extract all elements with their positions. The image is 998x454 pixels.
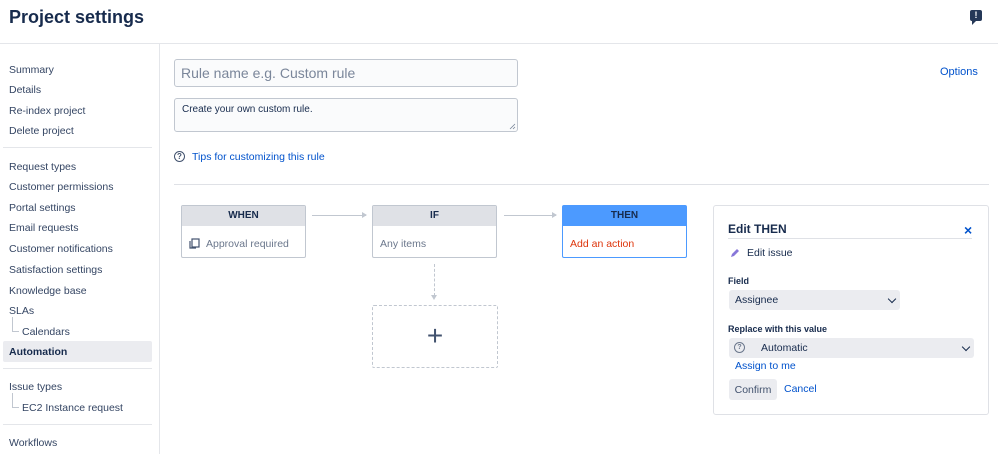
help-circle-icon: ? xyxy=(734,342,745,353)
sidebar-item-portal-settings[interactable]: Portal settings xyxy=(9,202,76,214)
sidebar-item-delete-project[interactable]: Delete project xyxy=(9,125,74,137)
sidebar-divider xyxy=(3,368,152,369)
sidebar-item-ec2-instance-request[interactable]: EC2 Instance request xyxy=(12,393,123,414)
cancel-link[interactable]: Cancel xyxy=(784,383,817,395)
sidebar-item-summary[interactable]: Summary xyxy=(9,64,54,76)
if-node-condition: Any items xyxy=(380,238,427,250)
sidebar-item-calendars[interactable]: Calendars xyxy=(12,317,70,338)
sidebar-item-automation[interactable]: Automation xyxy=(9,346,68,358)
add-branch-button[interactable]: + xyxy=(372,305,498,368)
panel-title: Edit THEN xyxy=(728,222,787,236)
replace-value-text: Automatic xyxy=(761,342,808,354)
sidebar-item-details[interactable]: Details xyxy=(9,84,42,96)
tips-link[interactable]: Tips for customizing this rule xyxy=(192,151,325,163)
page-title: Project settings xyxy=(9,7,145,27)
replace-value-select[interactable]: ? Automatic xyxy=(729,338,974,358)
sidebar-item-workflows[interactable]: Workflows xyxy=(9,437,58,449)
edit-then-panel: Edit THEN × Edit issue Field Assignee Re… xyxy=(713,205,989,415)
sidebar-item-slas[interactable]: SLAs xyxy=(9,305,35,317)
sidebar-item-satisfaction-settings[interactable]: Satisfaction settings xyxy=(9,264,103,276)
pencil-icon xyxy=(731,249,739,257)
close-icon[interactable]: × xyxy=(964,222,973,238)
then-node-header: THEN xyxy=(563,206,686,226)
if-node[interactable]: IF Any items xyxy=(372,205,497,258)
action-type-label: Edit issue xyxy=(747,247,793,259)
when-node-trigger: Approval required xyxy=(206,238,289,250)
flow-arrow xyxy=(312,212,367,218)
rule-description-field[interactable]: Create your own custom rule. xyxy=(174,98,518,132)
confirm-button[interactable]: Confirm xyxy=(729,379,777,400)
when-node[interactable]: WHEN Approval required xyxy=(181,205,306,258)
sidebar-item-customer-notifications[interactable]: Customer notifications xyxy=(9,243,113,255)
if-node-header: IF xyxy=(373,206,496,226)
page-header: Project settings ! xyxy=(0,0,998,44)
feedback-icon-glyph: ! xyxy=(974,10,978,20)
field-select-value: Assignee xyxy=(735,294,779,306)
copy-icon xyxy=(189,238,200,249)
sidebar-item-request-types[interactable]: Request types xyxy=(9,161,77,173)
sidebar: Summary Details Re-index project Delete … xyxy=(0,44,160,454)
options-link[interactable]: Options xyxy=(940,66,978,78)
field-label: Field xyxy=(728,276,750,286)
chevron-down-icon xyxy=(961,342,971,352)
sidebar-active-highlight xyxy=(3,341,152,362)
feedback-icon[interactable]: ! xyxy=(970,10,982,25)
assign-to-me-link[interactable]: Assign to me xyxy=(735,360,796,372)
field-select[interactable]: Assignee xyxy=(729,290,900,310)
rule-name-input[interactable] xyxy=(174,59,518,87)
sidebar-item-knowledge-base[interactable]: Knowledge base xyxy=(9,285,87,297)
sidebar-item-customer-permissions[interactable]: Customer permissions xyxy=(9,181,114,193)
panel-title-underline xyxy=(728,238,972,239)
plus-icon: + xyxy=(426,320,444,351)
when-node-header: WHEN xyxy=(182,206,305,226)
sidebar-item-issue-types[interactable]: Issue types xyxy=(9,381,63,393)
sidebar-divider xyxy=(3,424,152,425)
chevron-down-icon xyxy=(887,294,897,304)
section-divider xyxy=(174,184,989,185)
sidebar-divider xyxy=(3,147,152,148)
then-node-action: Add an action xyxy=(570,238,635,250)
sidebar-item-email-requests[interactable]: Email requests xyxy=(9,222,79,234)
flow-arrow-down xyxy=(431,264,437,300)
help-circle-icon: ? xyxy=(174,151,185,162)
replace-value-label: Replace with this value xyxy=(728,324,828,334)
resize-grip-icon[interactable] xyxy=(509,123,516,130)
sidebar-item-reindex[interactable]: Re-index project xyxy=(9,105,86,117)
then-node[interactable]: THEN Add an action xyxy=(562,205,687,258)
flow-arrow xyxy=(504,212,557,218)
